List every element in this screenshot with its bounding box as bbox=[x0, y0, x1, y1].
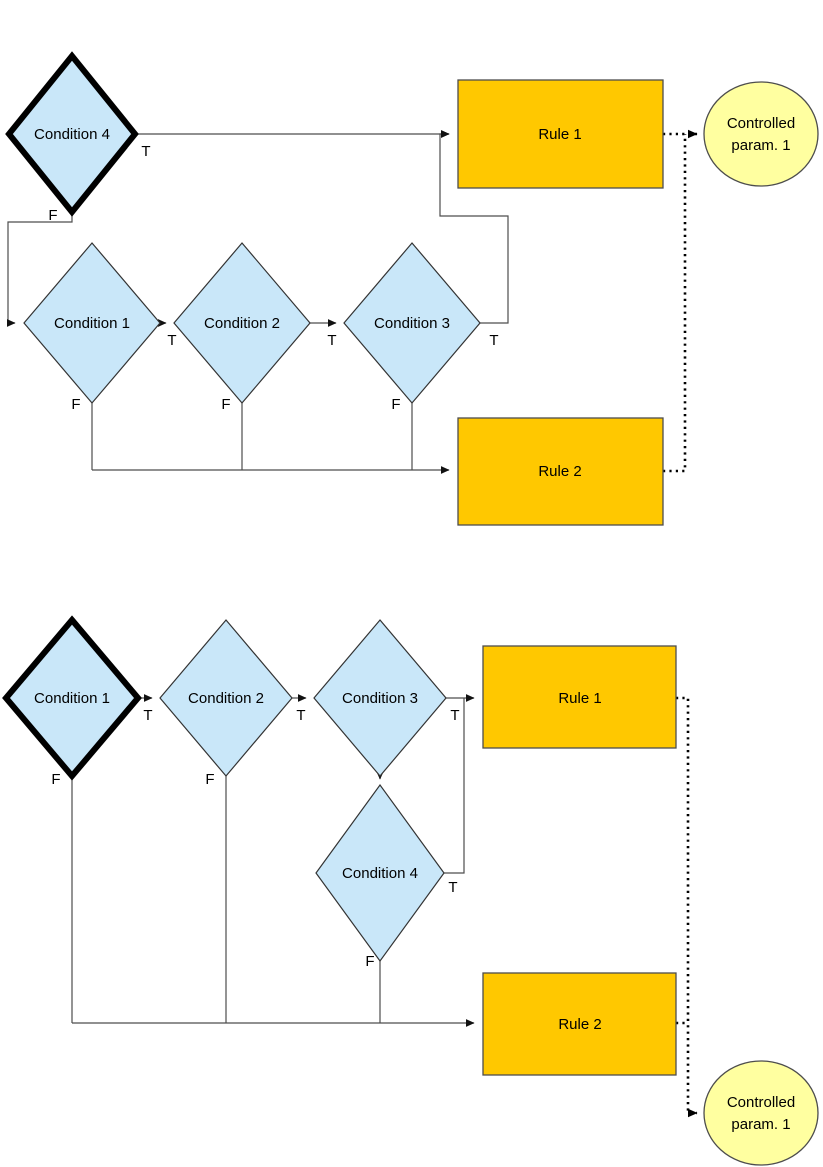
top-edges bbox=[7, 129, 698, 474]
condition2-label: Condition 2 bbox=[204, 315, 280, 332]
label-top-c4-true: T bbox=[141, 143, 150, 160]
condition-diamond[interactable] bbox=[315, 783, 445, 963]
param-ellipse[interactable] bbox=[703, 81, 819, 187]
condition4-label: Condition 4 bbox=[342, 865, 418, 882]
node-bottom-rule2[interactable]: Rule 2 bbox=[482, 972, 677, 1076]
rule-box[interactable] bbox=[482, 972, 677, 1076]
rule-box[interactable] bbox=[457, 79, 664, 189]
label-top-c4-false: F bbox=[48, 207, 57, 224]
node-top-controlled-param1[interactable]: Controlled param. 1 bbox=[703, 81, 819, 187]
diagram-top: Condition 4 T F Condition 1 T F Conditio… bbox=[5, 51, 819, 526]
label-bottom-c4-true: T bbox=[448, 879, 457, 896]
param1-label-line1: Controlled bbox=[727, 115, 795, 132]
condition-diamond[interactable] bbox=[23, 242, 161, 404]
label-bottom-c3-true: T bbox=[450, 707, 459, 724]
rule-box[interactable] bbox=[457, 417, 664, 526]
param1-label-line2: param. 1 bbox=[731, 1116, 790, 1133]
edge-c3-true-to-rule1 bbox=[439, 130, 509, 324]
label-top-c1-false: F bbox=[71, 396, 80, 413]
node-top-rule1[interactable]: Rule 1 bbox=[457, 79, 664, 189]
label-top-c3-true: T bbox=[489, 332, 498, 349]
condition3-label: Condition 3 bbox=[374, 315, 450, 332]
node-top-rule2[interactable]: Rule 2 bbox=[457, 417, 664, 526]
label-bottom-c1-false: F bbox=[51, 771, 60, 788]
diagram-bottom: Condition 1 T F Condition 2 T F Conditio… bbox=[2, 615, 819, 1166]
node-bottom-condition1[interactable]: Condition 1 bbox=[2, 615, 142, 781]
condition-diamond[interactable] bbox=[343, 242, 481, 404]
node-bottom-controlled-param1[interactable]: Controlled param. 1 bbox=[703, 1060, 819, 1166]
node-bottom-condition2[interactable]: Condition 2 bbox=[159, 619, 293, 777]
node-top-condition3[interactable]: Condition 3 bbox=[343, 242, 481, 404]
node-top-condition1[interactable]: Condition 1 bbox=[23, 242, 161, 404]
label-top-c2-false: F bbox=[221, 396, 230, 413]
node-bottom-rule1[interactable]: Rule 1 bbox=[482, 645, 677, 749]
condition2-label: Condition 2 bbox=[188, 690, 264, 707]
node-bottom-condition3[interactable]: Condition 3 bbox=[313, 619, 447, 777]
condition-diamond[interactable] bbox=[159, 619, 293, 777]
label-bottom-c2-true: T bbox=[296, 707, 305, 724]
edge-rule1-to-param1 bbox=[676, 696, 698, 1118]
condition1-label: Condition 1 bbox=[34, 690, 110, 707]
condition-diamond[interactable] bbox=[313, 619, 447, 777]
label-bottom-c1-true: T bbox=[143, 707, 152, 724]
edge-c4-false-to-c1 bbox=[7, 212, 73, 327]
condition1-label: Condition 1 bbox=[54, 315, 130, 332]
condition4-label: Condition 4 bbox=[34, 126, 110, 143]
condition-diamond[interactable] bbox=[5, 51, 139, 217]
param-ellipse[interactable] bbox=[703, 1060, 819, 1166]
rule1-label: Rule 1 bbox=[558, 690, 601, 707]
rule1-label: Rule 1 bbox=[538, 126, 581, 143]
edge-c4-true-to-rule1 bbox=[444, 698, 465, 874]
condition-diamond[interactable] bbox=[173, 242, 311, 404]
label-top-c1-true: T bbox=[167, 332, 176, 349]
label-bottom-c2-false: F bbox=[205, 771, 214, 788]
param1-label-line2: param. 1 bbox=[731, 137, 790, 154]
rule2-label: Rule 2 bbox=[558, 1016, 601, 1033]
rule2-label: Rule 2 bbox=[538, 463, 581, 480]
rule-box[interactable] bbox=[482, 645, 677, 749]
node-top-condition2[interactable]: Condition 2 bbox=[173, 242, 311, 404]
label-bottom-c4-false: F bbox=[365, 953, 374, 970]
label-top-c3-false: F bbox=[391, 396, 400, 413]
condition-diamond[interactable] bbox=[2, 615, 142, 781]
edge-rule2-to-param1 bbox=[663, 134, 687, 473]
node-top-condition4[interactable]: Condition 4 bbox=[5, 51, 139, 217]
param1-label-line1: Controlled bbox=[727, 1094, 795, 1111]
label-top-c2-true: T bbox=[327, 332, 336, 349]
node-bottom-condition4[interactable]: Condition 4 bbox=[315, 783, 445, 963]
condition3-label: Condition 3 bbox=[342, 690, 418, 707]
